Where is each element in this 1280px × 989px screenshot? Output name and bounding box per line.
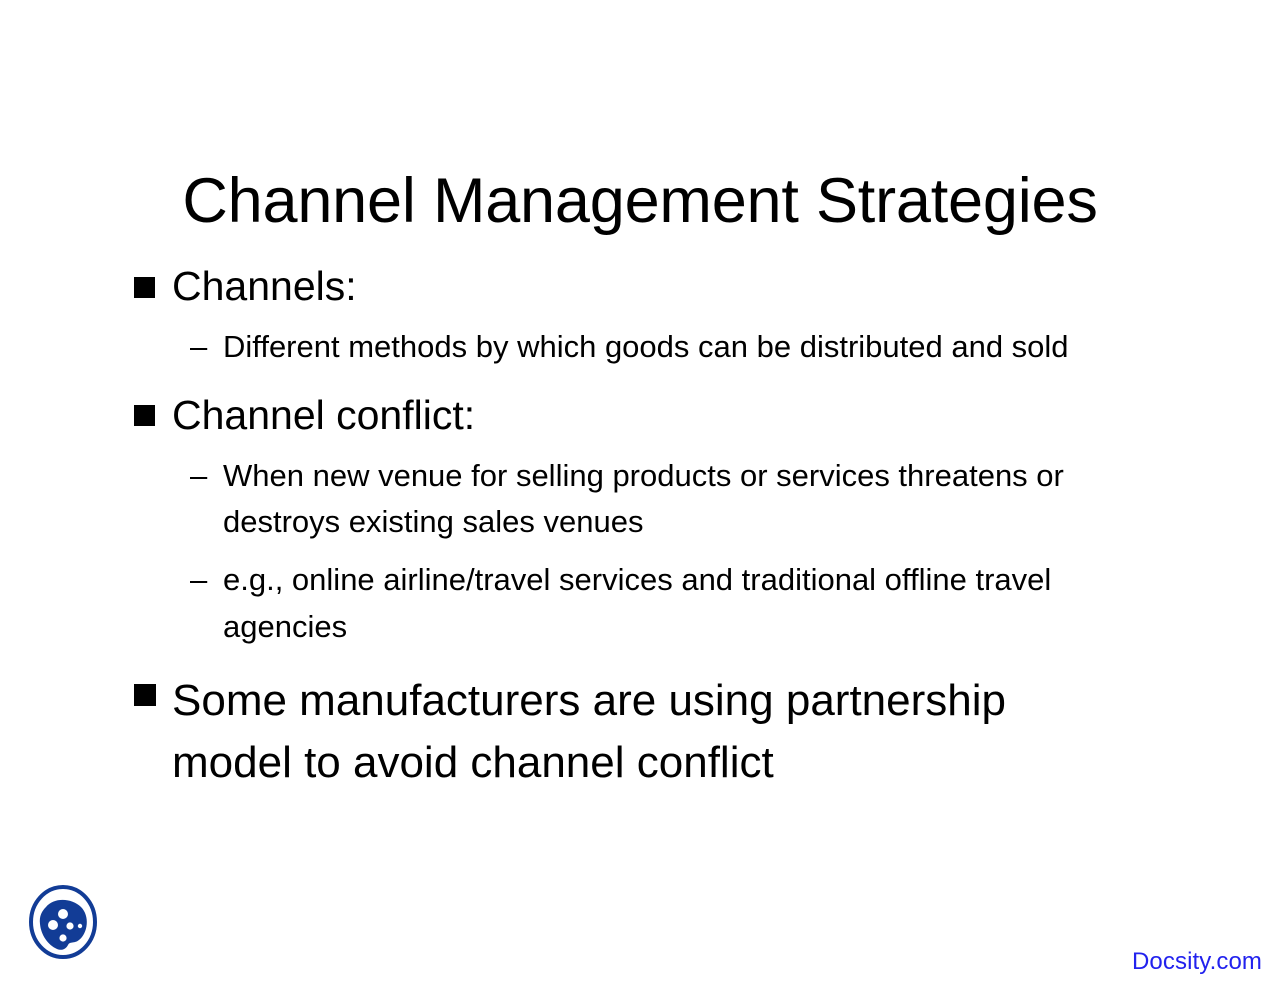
- docsity-logo-icon: [24, 881, 102, 963]
- docsity-watermark[interactable]: Docsity.com: [1131, 948, 1262, 975]
- spacer: [134, 652, 1194, 670]
- bullet-text: Some manufacturers are using partnership…: [172, 675, 1006, 788]
- bullet-level2-new-venue: – When new venue for selling products or…: [134, 453, 1194, 545]
- bullet-level2-example-airline: – e.g., online airline/travel services a…: [134, 557, 1194, 649]
- spacer: [134, 443, 1194, 453]
- bullet-text: Channel conflict:: [172, 391, 476, 438]
- square-bullet-icon: [134, 670, 172, 722]
- dash-bullet-icon: –: [190, 457, 208, 493]
- spacer: [134, 373, 1194, 391]
- slide-body: Channels: – Different methods by which g…: [134, 262, 1194, 799]
- bullet-text: Channels:: [172, 263, 357, 309]
- bullet-level2-different-methods: – Different methods by which goods can b…: [134, 324, 1194, 370]
- dash-bullet-icon: –: [190, 329, 208, 365]
- square-bullet-icon: [134, 262, 172, 310]
- bullet-level1-channel-conflict: Channel conflict:: [134, 391, 1194, 439]
- bullet-level1-partnership-model: Some manufacturers are using partnership…: [134, 670, 1194, 795]
- dash-bullet-icon: –: [190, 562, 208, 598]
- bullet-level1-channels: Channels:: [134, 262, 1194, 310]
- spacer: [134, 547, 1194, 557]
- bullet-text: Different methods by which goods can be …: [223, 329, 1069, 365]
- page-title: Channel Management Strategies: [182, 166, 1098, 237]
- square-bullet-icon: [134, 391, 172, 439]
- bullet-text: When new venue for selling products or s…: [223, 457, 1064, 540]
- spacer: [134, 314, 1194, 324]
- bullet-text: e.g., online airline/travel services and…: [223, 562, 1052, 644]
